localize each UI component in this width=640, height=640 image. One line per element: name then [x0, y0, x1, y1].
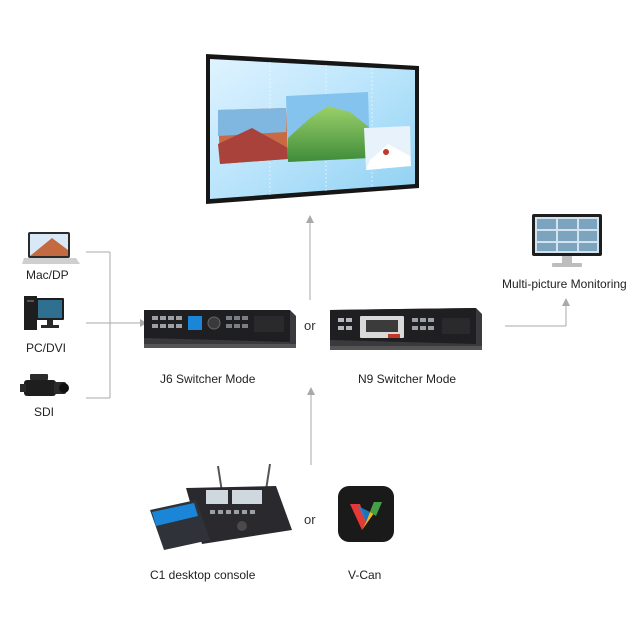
arrow-head-to-j6: [140, 319, 147, 327]
monitoring-label: Multi-picture Monitoring: [502, 277, 627, 291]
source-label-sdi: SDI: [34, 405, 55, 419]
c1-console-device: [150, 463, 292, 550]
controller-or-label: or: [304, 512, 316, 527]
monitor-icon: [532, 214, 602, 267]
led-video-wall: [206, 54, 419, 204]
source-label-mac: Mac/DP: [26, 268, 69, 282]
video-camera-icon: [20, 374, 69, 396]
j6-switcher-label: J6 Switcher Mode: [160, 372, 256, 386]
n9-switcher-device: [330, 308, 482, 350]
source-label-pc: PC/DVI: [26, 341, 67, 355]
c1-console-label: C1 desktop console: [150, 568, 256, 582]
v-can-app-icon: [338, 486, 394, 542]
j6-switcher-device: [144, 310, 296, 348]
arrow-head-to-monitor: [562, 298, 570, 306]
switcher-or-label: or: [304, 318, 316, 333]
n9-switcher-label: N9 Switcher Mode: [358, 372, 457, 386]
v-can-label: V-Can: [348, 568, 382, 582]
arrow-head-to-switcher: [307, 387, 315, 395]
arrow-head-to-wall: [306, 215, 314, 223]
laptop-icon: [22, 232, 80, 264]
desktop-pc-icon: [24, 296, 64, 330]
